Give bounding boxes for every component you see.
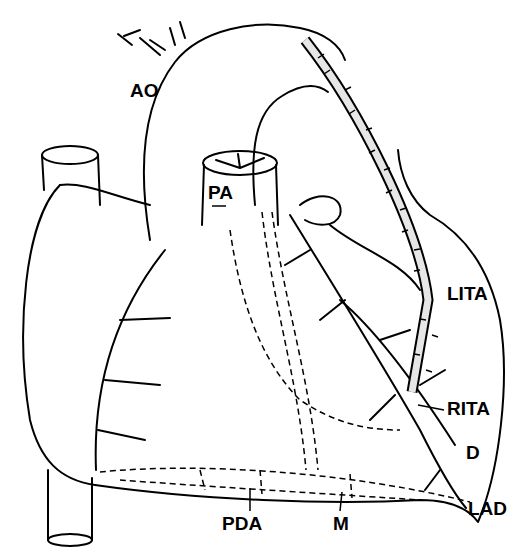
- structure-label: RITA: [447, 398, 490, 420]
- structure-label: LITA: [447, 283, 488, 305]
- structure-label: M: [333, 513, 349, 535]
- structure-label: PDA: [222, 513, 262, 535]
- structure-label: D: [466, 442, 480, 464]
- structure-label: AO: [130, 80, 159, 102]
- structure-label: PA: [208, 182, 233, 204]
- structure-label: LAD: [468, 498, 507, 520]
